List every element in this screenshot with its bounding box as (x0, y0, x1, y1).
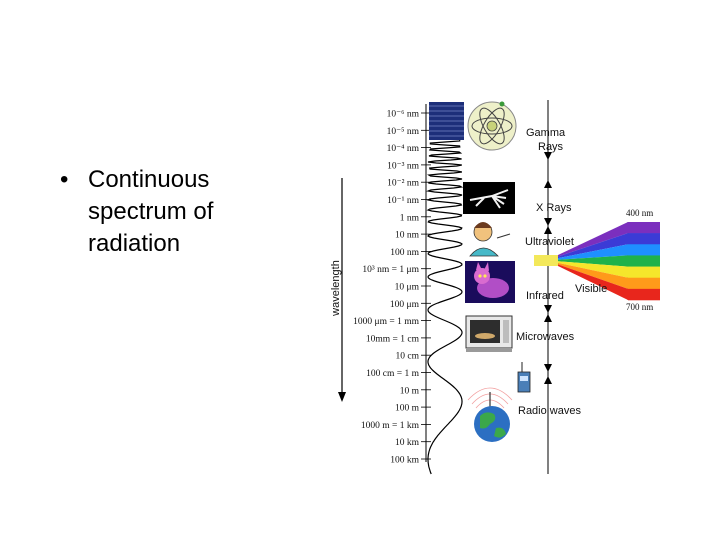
visible-top-wavelength: 400 nm (626, 208, 653, 218)
spectrum-color-band (558, 261, 628, 278)
tick-label: 10⁻⁶ nm (387, 110, 420, 120)
bullet-dot: • (60, 166, 69, 193)
spectrum-color-band (558, 233, 628, 259)
atom-icon (467, 101, 517, 151)
microwave-oven-icon (465, 315, 513, 352)
visible-bottom-wavelength: 700 nm (626, 302, 653, 312)
spectrum-color-band (558, 222, 628, 257)
microwaves-label: Microwaves (516, 331, 575, 343)
spectrum-color-band-end (628, 277, 660, 290)
spectrum-color-band (558, 262, 628, 289)
tick-label: 10⁻⁵ nm (387, 127, 420, 137)
tick-label: 100 nm (390, 248, 419, 258)
spectrum-color-band (558, 244, 628, 260)
infrared-label: Infrared (526, 290, 564, 302)
tick-label: 100 km (390, 456, 419, 466)
tick-label: 100 cm = 1 m (366, 369, 419, 379)
radio-device-icon (517, 362, 531, 393)
svg-text:Gamma Rays: Gamma Rays (526, 127, 568, 153)
axis-label: wavelength (330, 260, 342, 317)
tick-label: 10 nm (395, 231, 420, 241)
tick-scale: 10⁻⁶ nm 10⁻⁵ nm 10⁻⁴ nm 10⁻³ nm 10⁻² nm 10⁻¹ … (353, 104, 431, 466)
tick-label: 10 m (400, 386, 420, 396)
tick-label: 10³ nm = 1 μm (362, 265, 419, 275)
wavelength-wave (425, 140, 464, 475)
tick-label: 1 nm (400, 213, 420, 223)
spectrum-color-band-end (628, 266, 660, 279)
xray-hand-icon (463, 182, 515, 214)
tick-label: 10⁻¹ nm (387, 196, 419, 206)
xray-label: X Rays (536, 202, 572, 214)
tick-label: 10⁻⁴ nm (387, 144, 420, 154)
tick-label: 100 μm (390, 300, 420, 310)
spectrum-color-band-end (628, 255, 660, 267)
tick-label: 10 cm (396, 352, 420, 362)
tick-label: 10⁻² nm (387, 179, 419, 189)
visible-label: Visible (575, 283, 607, 295)
gamma-label-line2: Rays (538, 141, 564, 153)
visible-spectrum-fan (534, 222, 660, 301)
bullet-text: Continuous spectrum of radiation (88, 166, 214, 257)
tick-label: 1000 m = 1 km (361, 421, 420, 431)
globe-antenna-icon (467, 387, 513, 442)
spectrum-color-band (558, 264, 628, 300)
tick-label: 100 m (395, 404, 420, 414)
spectrum-color-band-end (628, 233, 660, 245)
tick-label: 1000 μm = 1 mm (353, 317, 419, 327)
spectrum-color-band-end (628, 288, 660, 301)
gamma-label-line1: Gamma (526, 127, 566, 139)
band-divider-line (544, 100, 552, 474)
infrared-cat-icon (465, 261, 515, 303)
uv-label: Ultraviolet (525, 236, 574, 248)
person-uv-icon (463, 215, 515, 257)
tick-label: 10mm = 1 cm (366, 334, 420, 344)
gamma-dense-wave (429, 102, 464, 140)
spectrum-color-band (558, 255, 628, 267)
spectrum-color-band-end (628, 222, 660, 234)
tick-label: 10 km (395, 438, 420, 448)
spectrum-color-band-end (628, 244, 660, 256)
tick-label: 10⁻³ nm (387, 161, 419, 171)
wavelength-axis: wavelength (330, 178, 346, 402)
radio-label: Radio waves (518, 405, 581, 417)
tick-label: 10 μm (395, 283, 420, 293)
